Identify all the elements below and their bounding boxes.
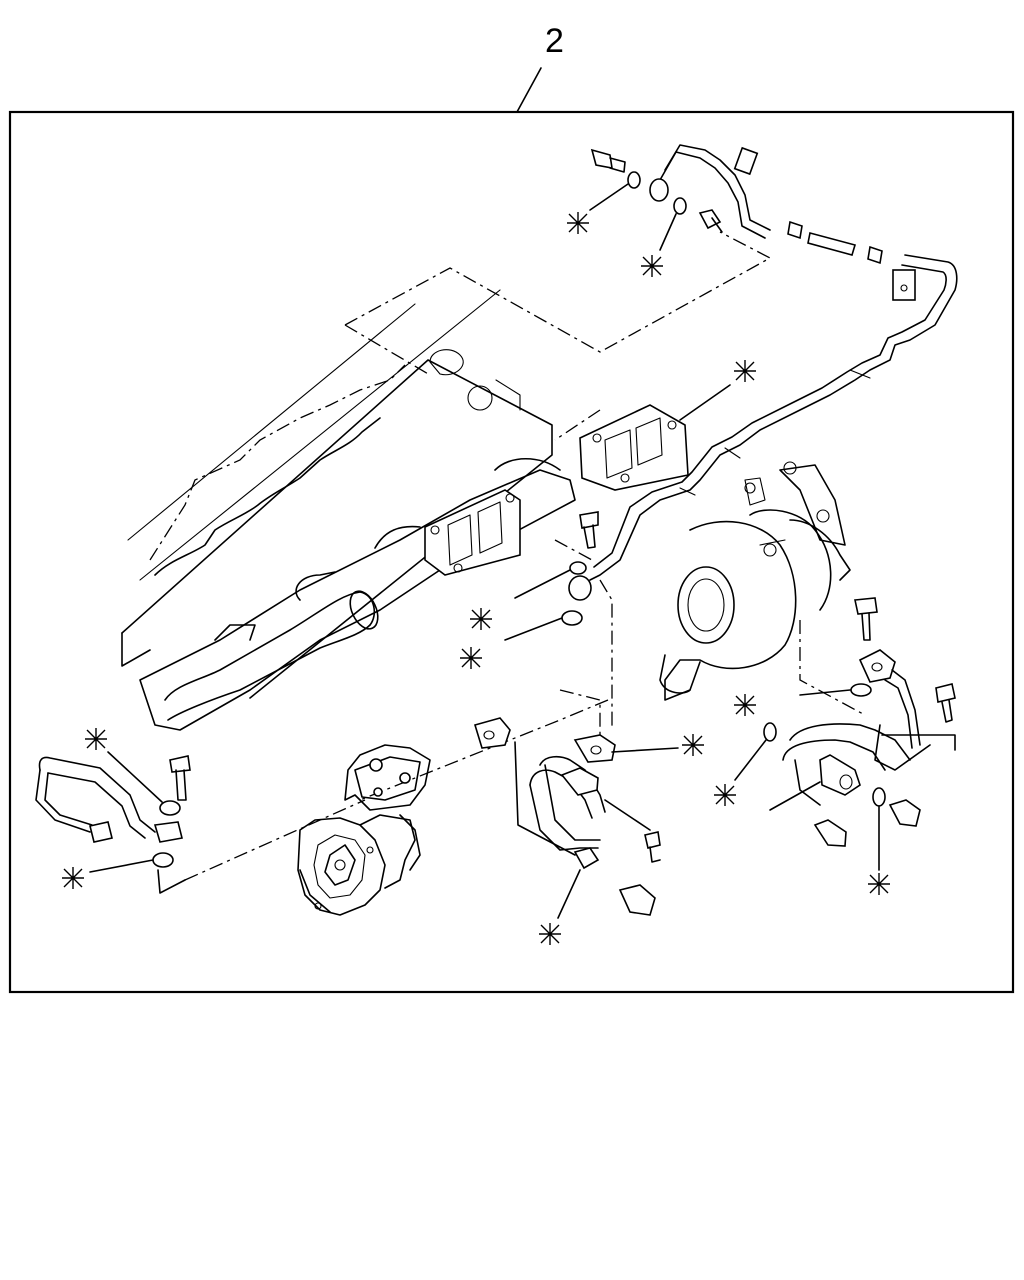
seal-marker <box>62 867 84 889</box>
coolant-tube-lower <box>473 717 661 916</box>
seal-marker <box>734 694 756 716</box>
manifold-gasket <box>579 404 689 491</box>
oil-drain-pipe <box>763 597 956 847</box>
seal-marker <box>734 360 756 382</box>
callout-number: 2 <box>545 22 564 60</box>
seal-marker <box>470 608 492 630</box>
exhaust-manifold <box>139 458 576 731</box>
pump-assembly <box>297 744 431 916</box>
mid-fittings <box>504 511 599 641</box>
engine-block <box>121 289 553 699</box>
seal-marker <box>539 923 561 945</box>
construction-lines <box>344 231 866 801</box>
seal-marker <box>460 647 482 669</box>
turbocharger <box>659 461 851 701</box>
seal-marker <box>682 734 704 756</box>
seal-markers <box>62 183 890 945</box>
seal-marker <box>641 255 663 277</box>
upper-fittings <box>590 148 723 233</box>
diagram-frame <box>8 110 1015 994</box>
oil-feed-pipe-upper <box>589 144 958 581</box>
seal-marker <box>714 784 736 806</box>
seal-marker <box>567 212 589 234</box>
callout-leader <box>516 67 542 113</box>
lubrication-tube-left <box>35 755 366 894</box>
seal-marker <box>85 728 107 750</box>
seal-marker <box>868 873 890 895</box>
